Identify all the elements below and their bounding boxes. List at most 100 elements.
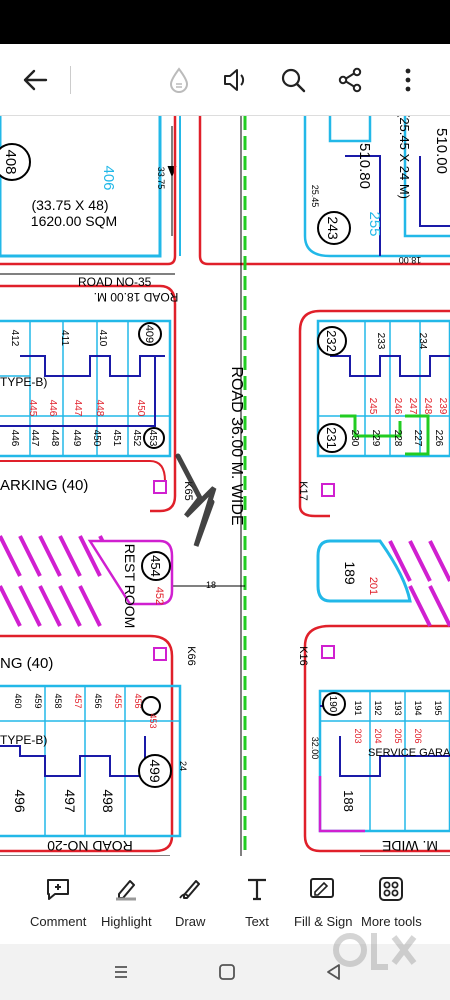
share-icon [338, 67, 362, 93]
tool-more-tools[interactable]: More tools [361, 874, 422, 938]
plot-201: 201 [367, 577, 379, 595]
back-triangle-icon [327, 964, 340, 980]
search-button[interactable] [275, 62, 311, 98]
toolbar-divider [70, 66, 71, 94]
ink-drop-icon [169, 67, 189, 93]
olx-logo [333, 933, 417, 970]
plot-190: 190 [327, 696, 338, 713]
plot-454-marker [141, 551, 171, 581]
back-button[interactable] [17, 62, 53, 98]
row-bl-0: 460 [13, 693, 23, 708]
plot-406: 406 [100, 165, 117, 190]
row-rb-0: 230 [349, 430, 360, 447]
recent-apps-button[interactable] [109, 960, 133, 984]
k16-label: K16 [297, 646, 309, 666]
search-icon [281, 68, 306, 93]
plot-498: 498 [100, 789, 116, 813]
tool-fill-sign[interactable]: Fill & Sign [294, 874, 353, 938]
row-brr-0: 203 [353, 728, 363, 743]
row-bl-red-2: 455 [113, 693, 123, 708]
dim-25-45: 25.45 [310, 185, 320, 208]
draw-icon [175, 874, 205, 904]
dim-18: 18 [206, 580, 216, 590]
plot-499: 499 [147, 759, 163, 783]
rest-room-label: REST ROOM [122, 544, 138, 629]
plot-232: 232 [324, 330, 339, 352]
back-nav-button[interactable] [322, 960, 346, 984]
plot-408: 408 [2, 149, 19, 174]
k17-label: K17 [297, 481, 309, 501]
row-lm-4: 450 [135, 400, 146, 417]
dim-24: 24 [178, 761, 188, 771]
plot-454: 454 [148, 555, 163, 577]
comment-icon [43, 874, 73, 904]
highlight-icon [111, 874, 141, 904]
road20-label: ROAD NO-20 [47, 838, 133, 854]
row-lt-1: 411 [59, 330, 70, 346]
row-bl-red-3: 453 [148, 713, 158, 728]
row-bl-2: 458 [53, 693, 63, 708]
home-button[interactable] [215, 960, 239, 984]
marker-k17 [321, 483, 335, 497]
row-br-4: 195 [433, 700, 443, 715]
row-lm-0: 445 [27, 400, 38, 417]
row-brr-1: 204 [373, 728, 383, 743]
marker-k65 [153, 480, 167, 494]
row-rb-3: 227 [412, 430, 423, 447]
read-aloud-button[interactable] [218, 62, 254, 98]
tool-fill-sign-label: Fill & Sign [294, 914, 353, 929]
row-bl-red-0: 456 [133, 693, 143, 708]
dim-32-00: 32.00 [310, 737, 320, 760]
row-rb-4: 226 [433, 430, 444, 447]
tool-comment-label: Comment [30, 914, 87, 929]
row-lb-2: 448 [49, 430, 60, 447]
plot-189: 189 [342, 561, 358, 585]
dim-top-right: (25.45 X 24 M) [397, 116, 412, 199]
row-rr-4: 239 [437, 398, 448, 415]
row-lt-2: 410 [97, 330, 108, 347]
row-brr-2: 205 [393, 728, 403, 743]
read-mode-button[interactable] [161, 62, 197, 98]
row-lb-4: 450 [91, 430, 102, 447]
tool-draw-label: Draw [175, 914, 206, 929]
tool-text[interactable]: Text [242, 874, 272, 938]
marker-k16 [321, 645, 335, 659]
plot-453-marker [143, 427, 165, 449]
m-wide-label: M. WIDE [382, 838, 438, 854]
recent-apps-icon [115, 966, 127, 978]
row-br-3: 194 [413, 700, 423, 715]
row-rr-2: 247 [407, 398, 418, 415]
more-tools-icon [376, 874, 406, 904]
home-icon [219, 964, 235, 980]
tool-comment[interactable]: Comment [30, 874, 86, 938]
plot-255: 255 [366, 211, 383, 236]
row-lm-1: 446 [47, 400, 58, 417]
share-button[interactable] [332, 62, 368, 98]
row-lm-3: 448 [94, 400, 105, 417]
road35-label: ROAD NO-35 [78, 275, 152, 289]
status-bar [0, 0, 450, 44]
row-rr-0: 245 [367, 398, 378, 415]
row-bl-4: 456 [93, 693, 103, 708]
dim-top-left: (33.75 X 48) [31, 197, 108, 213]
pdf-page-view[interactable]: 408 406 (33.75 X 48) 1620.00 SQM 33.75 R… [0, 116, 450, 856]
marker-k66 [153, 647, 167, 661]
plot-231-marker [317, 423, 347, 453]
more-options-button[interactable] [390, 62, 426, 98]
k66-label: K66 [185, 646, 197, 666]
row-rb-2: 228 [392, 430, 403, 447]
row-lt-0: 412 [9, 330, 20, 347]
row-lb-6: 452 [131, 430, 142, 447]
dim-33-75: 33.75 [156, 167, 166, 190]
row-br-1: 192 [373, 700, 383, 715]
row-lb-0: 446 [9, 430, 20, 447]
text-icon [242, 874, 272, 904]
row-bl-1: 459 [33, 693, 43, 708]
tool-highlight[interactable]: Highlight [101, 874, 152, 938]
row-br-2: 193 [393, 700, 403, 715]
road18-label: ROAD 18.00 M. [94, 290, 179, 304]
tool-draw[interactable]: Draw [175, 874, 205, 938]
type-b-1: TYPE-B) [0, 375, 47, 389]
tool-text-label: Text [245, 914, 269, 929]
row-bl-red-1: 457 [73, 693, 83, 708]
